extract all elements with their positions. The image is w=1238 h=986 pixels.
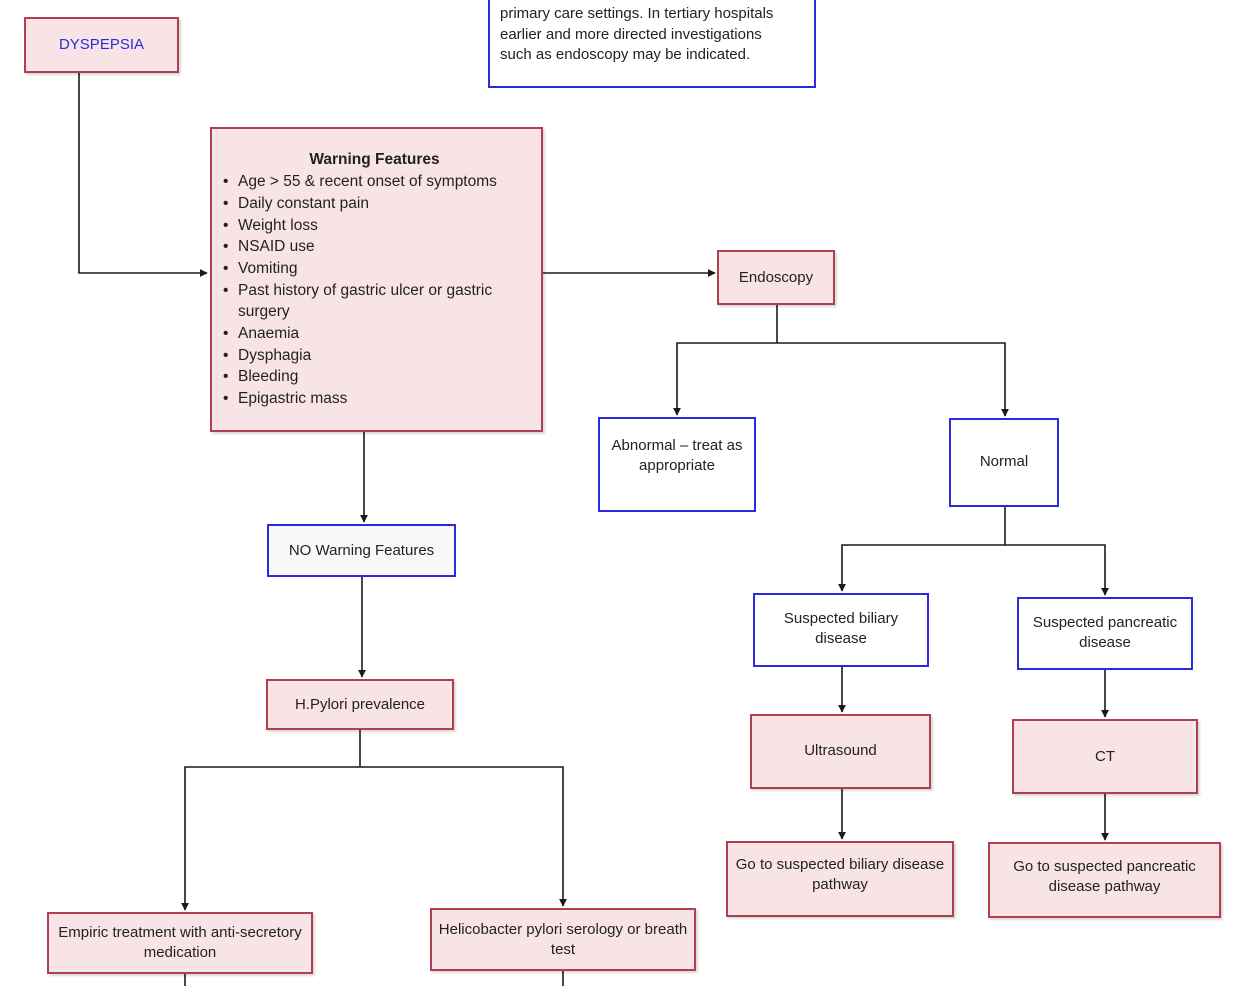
warning-item: Bleeding — [223, 366, 531, 387]
connector-dyspepsia-warning — [78, 73, 208, 277]
warning-item: Vomiting — [223, 258, 531, 279]
warning-item: Epigastric mass — [223, 388, 531, 409]
warning-item: Anaemia — [223, 323, 531, 344]
connector-to-pancreatic — [1005, 544, 1109, 596]
node-normal-label: Normal — [979, 452, 1029, 470]
warning-item: Daily constant pain — [223, 193, 531, 214]
warning-title: Warning Features — [309, 151, 440, 168]
node-endoscopy: Endoscopy — [717, 250, 835, 305]
node-suspected-pancreatic: Suspected pancreatic disease — [1017, 597, 1193, 670]
connector-to-biliary — [838, 544, 1005, 592]
node-suspected-biliary: Suspected biliary disease — [753, 593, 929, 667]
node-endoscopy-label: Endoscopy — [738, 268, 814, 286]
warning-list: Age > 55 & recent onset of symptoms Dail… — [218, 171, 531, 409]
warning-item: Dysphagia — [223, 345, 531, 366]
node-h-pylori-test: Helicobacter pylori serology or breath t… — [430, 908, 696, 971]
node-ct: CT — [1012, 719, 1198, 794]
note-line: such as endoscopy may be indicated. — [500, 46, 751, 63]
node-pancreatic-label: Suspected pancreatic disease — [1032, 613, 1178, 651]
node-no-warning-features: NO Warning Features — [267, 524, 456, 577]
connector-to-empiric — [181, 766, 360, 911]
node-dyspepsia: DYSPEPSIA — [24, 17, 179, 73]
node-ultrasound: Ultrasound — [750, 714, 931, 789]
node-pancreatic-pathway-label: Go to suspected pancreatic disease pathw… — [1013, 858, 1196, 895]
node-biliary-label: Suspected biliary disease — [783, 610, 899, 647]
note-line: primary care settings. In tertiary hospi… — [500, 5, 774, 22]
connector-to-normal — [777, 342, 1009, 417]
node-warning-features: Warning Features Age > 55 & recent onset… — [210, 127, 543, 432]
node-biliary-pathway-label: Go to suspected biliary disease pathway — [735, 856, 945, 893]
note-line: earlier and more directed investigations — [500, 25, 762, 43]
node-biliary-pathway: Go to suspected biliary disease pathway — [726, 841, 954, 917]
node-abnormal-label: Abnormal – treat as appropriate — [611, 436, 743, 474]
node-ultrasound-label: Ultrasound — [804, 741, 877, 759]
note-box: primary care settings. In tertiary hospi… — [488, 0, 816, 88]
node-empiric-label: Empiric treatment with anti-secretory me… — [58, 924, 302, 961]
node-empiric-treatment: Empiric treatment with anti-secretory me… — [47, 912, 313, 974]
warning-item: Weight loss — [223, 215, 531, 236]
warning-item: NSAID use — [223, 236, 531, 257]
node-serology-label: Helicobacter pylori serology or breath t… — [438, 920, 688, 958]
node-ct-label: CT — [1095, 747, 1115, 765]
node-h-pylori-label: H.Pylori prevalence — [294, 695, 426, 713]
warning-item: Past history of gastric ulcer or gastric… — [223, 280, 531, 322]
node-dyspepsia-label: DYSPEPSIA — [58, 36, 145, 53]
connector-to-serology — [360, 766, 567, 907]
node-pancreatic-pathway: Go to suspected pancreatic disease pathw… — [988, 842, 1221, 918]
warning-item: Age > 55 & recent onset of symptoms — [223, 171, 531, 192]
node-abnormal: Abnormal – treat as appropriate — [598, 417, 756, 512]
node-h-pylori-prevalence: H.Pylori prevalence — [266, 679, 454, 730]
node-normal: Normal — [949, 418, 1059, 507]
connector-to-abnormal — [673, 342, 777, 416]
node-no-warning-label: NO Warning Features — [288, 541, 435, 559]
